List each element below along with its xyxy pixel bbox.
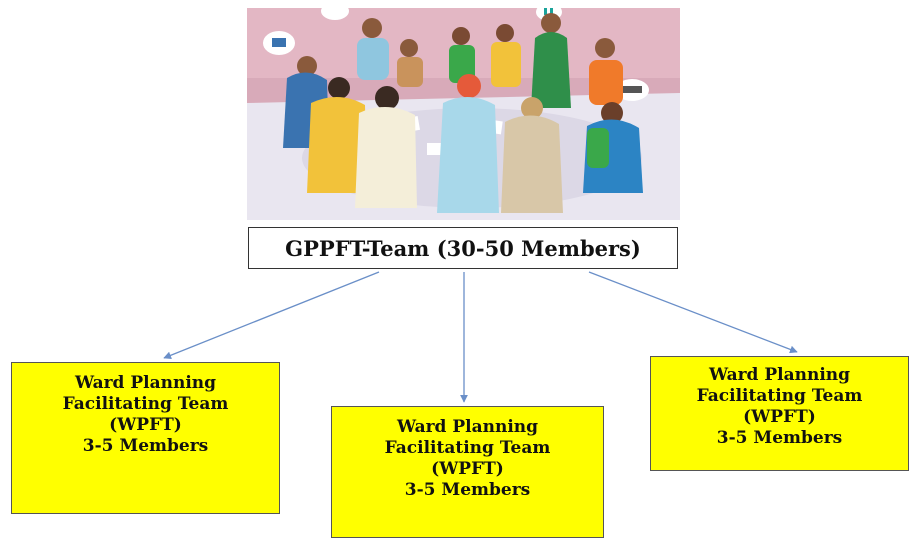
ward-team-abbrev: (WPFT) <box>109 415 182 435</box>
ward-team-title: Ward Planning <box>74 373 217 393</box>
gppft-team-label: GPPFT-Team (30-50 Members) <box>285 235 641 261</box>
ward-team-title: Ward Planning <box>396 417 539 437</box>
ward-team-abbrev: (WPFT) <box>431 459 504 479</box>
ward-team-title: Ward Planning <box>708 365 851 385</box>
arrow-to-ward-team-3 <box>588 271 798 354</box>
arrow-to-ward-team-1 <box>163 271 380 360</box>
ward-team-subtitle: Facilitating Team <box>62 394 229 414</box>
ward-team-box-3: Ward Planning Facilitating Team (WPFT) 3… <box>650 356 909 471</box>
group-meeting-illustration <box>247 8 680 220</box>
ward-team-subtitle: Facilitating Team <box>384 438 551 458</box>
meeting-scene-svg <box>247 8 680 220</box>
gppft-team-box: GPPFT-Team (30-50 Members) <box>248 227 678 269</box>
ward-team-abbrev: (WPFT) <box>743 407 816 427</box>
ward-team-members: 3-5 Members <box>82 436 209 456</box>
ward-team-subtitle: Facilitating Team <box>696 386 863 406</box>
ward-team-box-2: Ward Planning Facilitating Team (WPFT) 3… <box>331 406 604 538</box>
ward-team-members: 3-5 Members <box>716 428 843 448</box>
ward-team-box-1: Ward Planning Facilitating Team (WPFT) 3… <box>11 362 280 514</box>
ward-team-members: 3-5 Members <box>404 480 531 500</box>
